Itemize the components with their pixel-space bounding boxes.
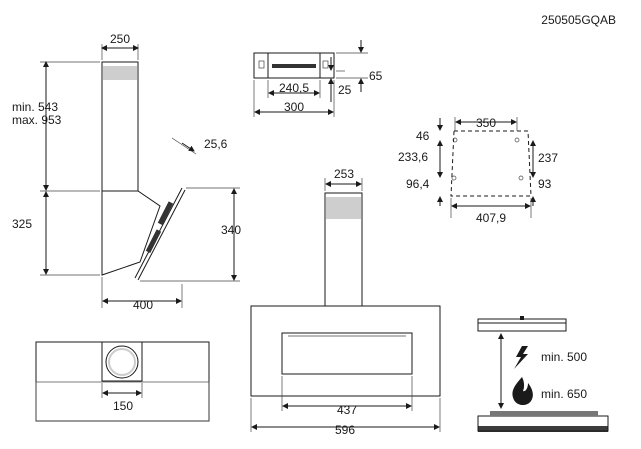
front-chimney-width: 253 bbox=[334, 167, 354, 181]
side-min-height: min. 543 bbox=[12, 100, 58, 114]
hole-bottom-left bbox=[451, 175, 457, 181]
holes-top-spacing: 350 bbox=[476, 116, 496, 130]
front-canopy bbox=[250, 305, 441, 397]
side-canopy bbox=[101, 190, 161, 276]
side-depth: 400 bbox=[133, 298, 153, 312]
top-view: 150 bbox=[35, 341, 210, 422]
top-outlet-circle bbox=[105, 345, 139, 379]
clearance-hob bbox=[490, 411, 598, 416]
clearance-hood bbox=[477, 318, 567, 332]
electric-icon bbox=[514, 346, 528, 369]
hole-top-left bbox=[452, 137, 458, 143]
top-outlet-diameter: 150 bbox=[113, 399, 133, 413]
bracket-height-top: 65 bbox=[369, 69, 383, 83]
holes-left-top: 46 bbox=[416, 129, 430, 143]
side-angle: 25,6 bbox=[204, 137, 228, 151]
side-glass-front bbox=[137, 189, 186, 281]
front-inner-width: 437 bbox=[337, 403, 357, 417]
side-canopy-height: 340 bbox=[221, 223, 241, 237]
side-bracket-upper bbox=[157, 201, 174, 226]
clearance-electric-label: min. 500 bbox=[541, 350, 587, 364]
front-view: 253 437 596 bbox=[250, 167, 441, 437]
front-glass-panel bbox=[281, 332, 413, 375]
top-outlet-box bbox=[101, 341, 143, 382]
bracket-inner-width: 240,5 bbox=[279, 81, 309, 95]
flame-icon bbox=[512, 377, 533, 406]
holes-bottom-spacing: 407,9 bbox=[476, 211, 506, 225]
side-chimney-width: 250 bbox=[110, 32, 130, 46]
side-chimney-band bbox=[103, 66, 137, 80]
side-lower-height: 325 bbox=[12, 217, 32, 231]
clearance-gas-label: min. 650 bbox=[541, 387, 587, 401]
drawing-code: 250505GQAB bbox=[541, 13, 616, 27]
bracket-outer-width: 300 bbox=[284, 100, 304, 114]
side-chimney bbox=[101, 61, 139, 192]
bracket-slot bbox=[272, 64, 316, 68]
side-max-height: max. 953 bbox=[12, 113, 62, 127]
front-total-width: 596 bbox=[335, 423, 355, 437]
hole-bottom-right bbox=[518, 175, 524, 181]
bracket-body bbox=[253, 52, 335, 79]
holes-view: 350 46 233,6 96,4 237 93 407,9 bbox=[398, 116, 558, 225]
front-chimney-band bbox=[326, 197, 361, 219]
side-bracket-lower bbox=[145, 229, 162, 254]
holes-left-mid: 233,6 bbox=[398, 150, 428, 164]
clearance-view: min. 500 min. 650 bbox=[477, 316, 609, 432]
holes-outline bbox=[450, 130, 532, 197]
bracket-view: 240,5 300 65 25 bbox=[253, 40, 383, 117]
holes-right-mid: 237 bbox=[538, 151, 558, 165]
bracket-height-bottom: 25 bbox=[338, 83, 352, 97]
holes-left-bottom: 96,4 bbox=[406, 177, 430, 191]
hole-top-right bbox=[514, 137, 520, 143]
side-view: 250 min. 543 max. 953 325 25,6 340 400 bbox=[12, 32, 241, 312]
holes-right-bottom: 93 bbox=[538, 177, 552, 191]
